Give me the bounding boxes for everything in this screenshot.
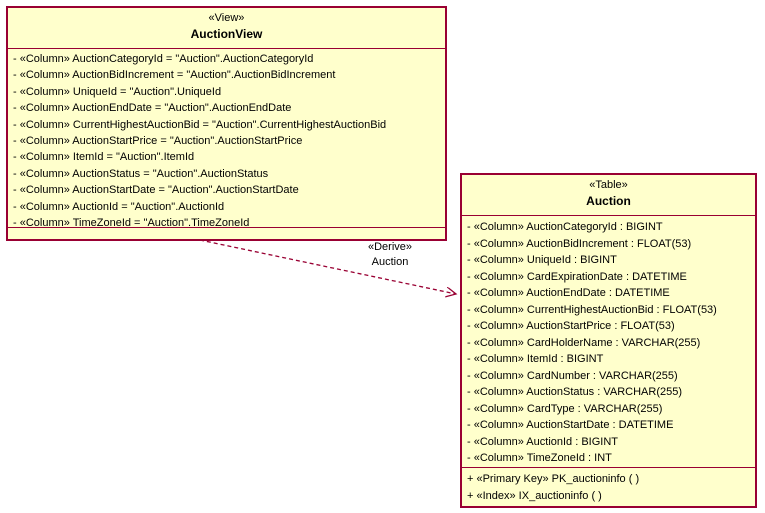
table-column-row: - «Column» UniqueId : BIGINT <box>467 254 617 266</box>
connector-label: «Derive» Auction <box>330 240 450 270</box>
table-column-row: - «Column» CardHolderName : VARCHAR(255) <box>467 336 701 349</box>
view-stereotype: «View» <box>208 12 245 24</box>
table-key-row: + «Index» IX_auctioninfo ( ) <box>467 490 602 502</box>
view-column-row: - «Column» AuctionStartPrice = "Auction"… <box>13 135 303 148</box>
table-column-row: - «Column» AuctionCategoryId : BIGINT <box>467 221 663 233</box>
table-columns-compartment: - «Column» AuctionCategoryId : BIGINT - «… <box>462 216 755 468</box>
view-column-row: - «Column» AuctionStartDate = "Auction".… <box>13 184 299 197</box>
view-column-row: - «Column» AuctionEndDate = "Auction".Au… <box>13 102 292 115</box>
view-column-row: - «Column» CurrentHighestAuctionBid = "A… <box>13 118 387 131</box>
table-column-row: - «Column» AuctionId : BIGINT <box>467 435 619 448</box>
table-header: «Table» Auction <box>462 175 755 216</box>
view-column-row: - «Column» AuctionStatus = "Auction".Auc… <box>13 167 269 180</box>
view-column-row: - «Column» AuctionCategoryId = "Auction"… <box>13 53 314 65</box>
view-column-row: - «Column» AuctionBidIncrement = "Auctio… <box>13 69 336 82</box>
entity-auction-table[interactable]: «Table» Auction - «Column» AuctionCatego… <box>460 173 757 508</box>
view-column-row: - «Column» AuctionId = "Auction".Auction… <box>13 200 225 213</box>
view-header: «View» AuctionView <box>8 8 445 49</box>
view-columns-compartment: - «Column» AuctionCategoryId = "Auction"… <box>8 49 445 227</box>
view-column-row: - «Column» UniqueId = "Auction".UniqueId <box>13 85 222 98</box>
table-column-row: - «Column» AuctionStatus : VARCHAR(255) <box>467 386 682 398</box>
table-keys-compartment: + «Primary Key» PK_auctioninfo ( ) + «Ind… <box>462 468 755 506</box>
table-stereotype: «Table» <box>589 179 628 191</box>
table-name: Auction <box>586 194 631 208</box>
table-column-row: - «Column» AuctionStartDate : DATETIME <box>467 419 674 431</box>
entity-auctionview[interactable]: «View» AuctionView - «Column» AuctionCat… <box>6 6 447 241</box>
table-column-row: - «Column» CardNumber : VARCHAR(255) <box>467 369 678 382</box>
table-column-row: - «Column» CardType : VARCHAR(255) <box>467 402 663 415</box>
table-column-row: - «Column» AuctionStartPrice : FLOAT(53) <box>467 320 675 332</box>
connector-name: Auction <box>371 256 409 268</box>
table-column-row: - «Column» TimeZoneId : INT <box>467 452 612 464</box>
table-column-row: - «Column» AuctionBidIncrement : FLOAT(5… <box>467 237 692 250</box>
table-column-row: - «Column» ItemId : BIGINT <box>467 353 604 365</box>
view-column-row: - «Column» TimeZoneId = "Auction".TimeZo… <box>13 217 250 227</box>
table-column-row: - «Column» CardExpirationDate : DATETIME <box>467 270 687 283</box>
connector-stereotype: «Derive» <box>367 241 413 253</box>
table-column-row: - «Column» AuctionEndDate : DATETIME <box>467 287 670 299</box>
view-empty-compartment <box>8 227 445 239</box>
view-name: AuctionView <box>190 27 263 41</box>
table-column-row: - «Column» CurrentHighestAuctionBid : FL… <box>467 303 717 316</box>
view-column-row: - «Column» ItemId = "Auction".ItemId <box>13 151 195 164</box>
table-key-row: + «Primary Key» PK_auctioninfo ( ) <box>467 473 640 485</box>
